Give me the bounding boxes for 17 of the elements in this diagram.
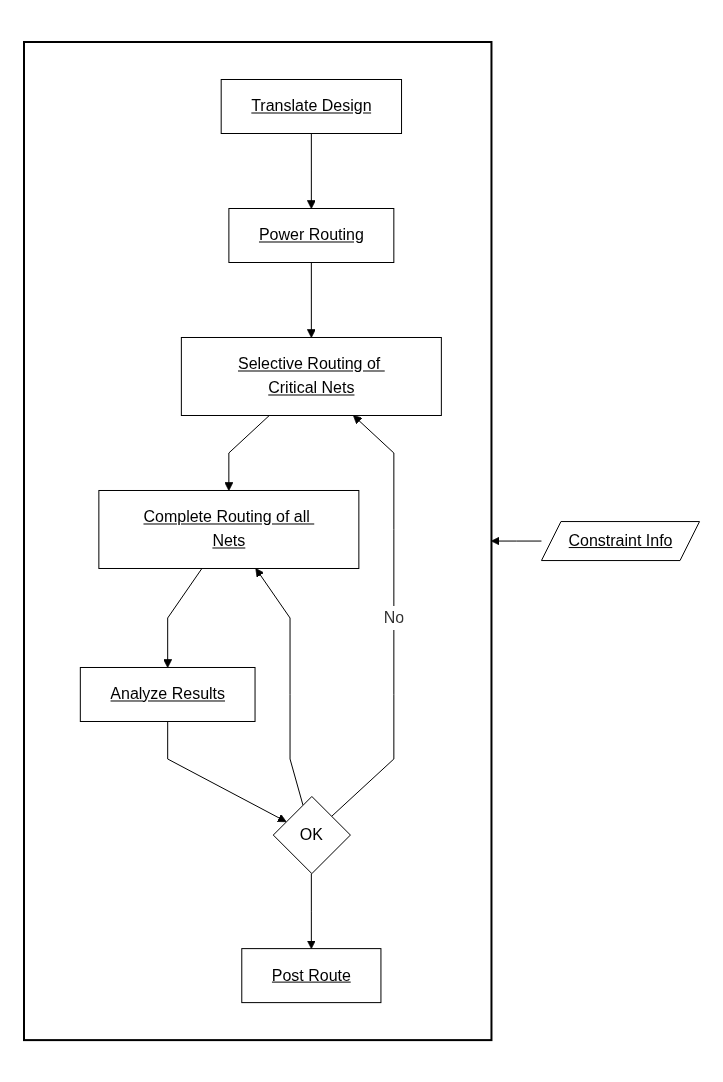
arrow (163, 567, 203, 668)
node-box: Power Routing (228, 207, 395, 263)
node-box: Post Route (241, 948, 382, 1004)
arrow (255, 568, 304, 806)
arrow (330, 415, 395, 817)
arrow (224, 414, 270, 491)
node-box: Selective Routing of Critical Nets (180, 336, 442, 416)
node-box: Analyze Results (79, 666, 256, 722)
node-box: Complete Routing of all Nets (98, 489, 360, 569)
arrow (306, 873, 316, 949)
edge-label: No (383, 608, 404, 626)
node-diamond: OK (272, 795, 351, 875)
arrow (166, 720, 287, 823)
arrow (306, 261, 316, 338)
arrow (306, 132, 316, 209)
cluster (22, 40, 493, 1042)
node-box: Translate Design (220, 78, 402, 134)
